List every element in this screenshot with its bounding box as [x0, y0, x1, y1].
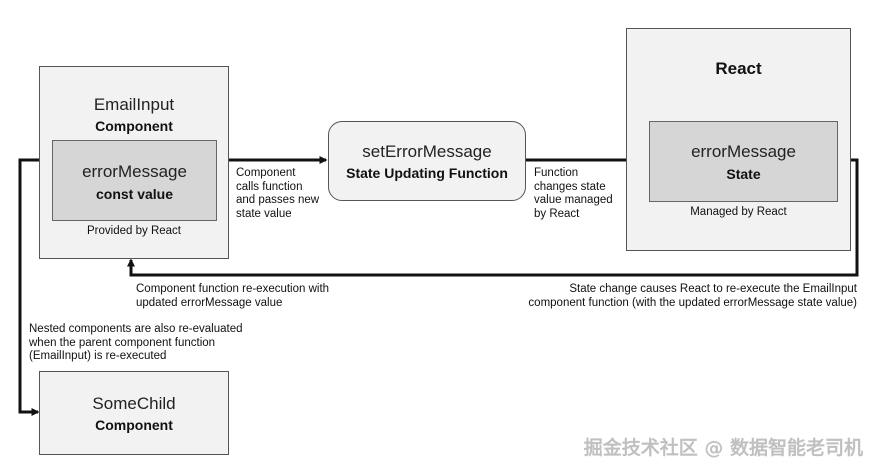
react-footer: Managed by React: [690, 206, 787, 218]
note-re-execution: Component function re-execution with upd…: [136, 283, 330, 309]
watermark: 掘金技术社区 @ 数据智能老司机: [583, 437, 863, 459]
note-nested: Nested components are also re-evaluated …: [29, 323, 243, 362]
arrow-to-some-child: [18, 158, 52, 416]
react-error-message-box: errorMessage State: [649, 121, 838, 202]
some-child-title: SomeChild: [92, 394, 176, 413]
set-error-subtitle: State Updating Function: [346, 165, 508, 181]
react-inner-title: errorMessage: [691, 142, 796, 161]
note-component-calls: Component calls function and passes new …: [236, 167, 320, 220]
react-inner-subtitle: State: [726, 166, 761, 182]
email-input-title: EmailInput: [93, 95, 175, 114]
some-child-subtitle: Component: [95, 417, 173, 433]
email-input-footer: Provided by React: [87, 225, 181, 237]
email-input-error-message-box: errorMessage const value: [52, 140, 217, 221]
note-function-changes: Function changes state value managed by …: [534, 167, 613, 220]
set-error-message-box: setErrorMessage State Updating Function: [328, 121, 526, 201]
email-input-subtitle: Component: [95, 118, 173, 134]
some-child-component-box: SomeChild Component: [39, 371, 229, 455]
email-input-inner-title: errorMessage: [82, 162, 187, 181]
email-input-inner-subtitle: const value: [95, 186, 174, 202]
react-title: React: [715, 59, 762, 78]
note-state-change: State change causes React to re-execute …: [528, 283, 857, 309]
set-error-title: setErrorMessage: [362, 142, 492, 161]
